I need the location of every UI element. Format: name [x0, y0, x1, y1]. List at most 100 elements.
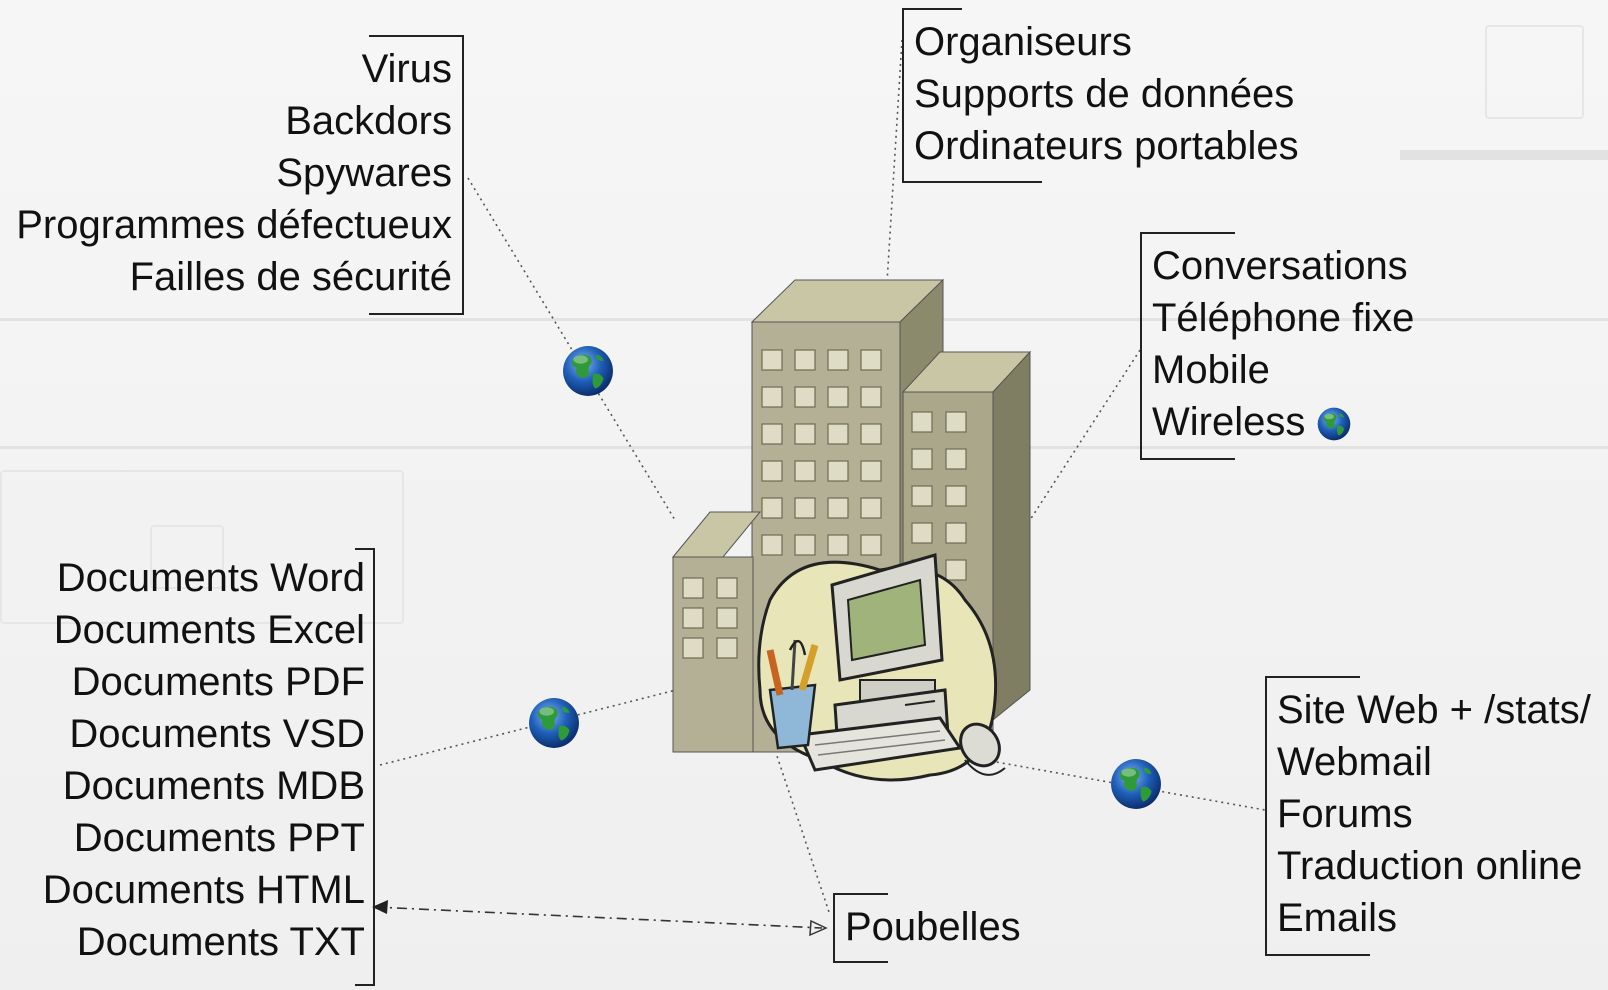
threat-item: Spywares: [276, 151, 452, 195]
building-window: [911, 522, 933, 544]
computer-icon: [797, 553, 963, 772]
pencil-cup-icon: [766, 639, 819, 750]
bracket-cap: [833, 893, 888, 895]
building-window: [827, 423, 849, 445]
building-window: [860, 386, 882, 408]
building-window: [761, 460, 783, 482]
trash-group: Poubelles: [833, 893, 1033, 963]
building-window: [794, 534, 816, 556]
bracket-cap: [902, 181, 1042, 183]
threat-item: Programmes défectueux: [16, 203, 452, 247]
web-group: Site Web + /stats/ Webmail Forums Traduc…: [1265, 676, 1605, 956]
document-item: Documents PDF: [71, 660, 365, 704]
building-window: [682, 577, 704, 599]
building-window: [860, 349, 882, 371]
document-item: Documents VSD: [69, 712, 365, 756]
threat-item: Backdors: [285, 99, 452, 143]
building-window: [945, 411, 967, 433]
connector-communications: [1029, 349, 1141, 521]
building-window: [860, 423, 882, 445]
building-window: [827, 460, 849, 482]
threat-item: Virus: [361, 47, 452, 91]
document-item: Documents PPT: [73, 816, 365, 860]
building-window: [794, 460, 816, 482]
communication-item: Mobile: [1152, 348, 1270, 392]
building-window: [794, 497, 816, 519]
building-window: [682, 637, 704, 659]
documents-trash-arrow: [372, 900, 828, 937]
web-item: Emails: [1277, 896, 1398, 940]
building-window: [716, 607, 738, 629]
building-window: [761, 497, 783, 519]
building-window: [716, 637, 738, 659]
building-window: [945, 485, 967, 507]
bracket-cap: [1265, 676, 1360, 678]
globe-icon: [1318, 408, 1351, 441]
document-item: Documents Word: [56, 556, 365, 600]
building-window: [827, 349, 849, 371]
threat-item: Failles de sécurité: [129, 255, 452, 299]
bracket-cap: [1140, 232, 1235, 234]
bracket-cap: [369, 35, 464, 37]
device-item: Supports de données: [914, 72, 1295, 116]
communication-item-wireless: Wireless: [1152, 396, 1470, 448]
web-item: Forums: [1277, 792, 1413, 836]
building-window: [945, 559, 967, 581]
building-window: [761, 386, 783, 408]
building-window: [682, 607, 704, 629]
communications-group: Conversations Téléphone fixe Mobile Wire…: [1140, 232, 1470, 460]
communication-item-label: Wireless: [1152, 400, 1306, 444]
communication-item: Téléphone fixe: [1152, 296, 1415, 340]
building-window: [761, 534, 783, 556]
background-box: [1485, 25, 1584, 119]
bracket-cap: [833, 961, 888, 963]
background-line: [1400, 150, 1608, 160]
threats-group: Virus Backdors Spywares Programmes défec…: [8, 35, 464, 315]
building-window: [911, 411, 933, 433]
building-window: [945, 448, 967, 470]
devices-group: Organiseurs Supports de données Ordinate…: [902, 8, 1332, 183]
trash-label: Poubelles: [845, 905, 1021, 949]
web-item: Traduction online: [1277, 844, 1583, 888]
building-window: [945, 522, 967, 544]
building-window: [911, 485, 933, 507]
building-window: [827, 497, 849, 519]
globe-icon: [1111, 759, 1161, 809]
connector-devices: [884, 39, 903, 316]
building-window: [860, 534, 882, 556]
bracket-cap: [902, 8, 962, 10]
building-window: [911, 448, 933, 470]
globe-icon: [563, 346, 613, 396]
building-window: [794, 386, 816, 408]
document-item: Documents Excel: [53, 608, 365, 652]
document-item: Documents HTML: [42, 868, 365, 912]
web-item: Site Web + /stats/: [1277, 688, 1591, 732]
communication-item: Conversations: [1152, 244, 1408, 288]
building-window: [761, 349, 783, 371]
building-window: [761, 423, 783, 445]
bracket-cap: [1140, 458, 1235, 460]
bracket-cap: [355, 548, 375, 550]
building-window: [860, 460, 882, 482]
documents-group: Documents Word Documents Excel Documents…: [20, 548, 375, 986]
mouse-icon: [959, 722, 1006, 776]
building-window: [794, 423, 816, 445]
globe-icon: [529, 698, 579, 748]
building-window: [827, 534, 849, 556]
building-window: [860, 497, 882, 519]
building-window: [827, 386, 849, 408]
bracket-cap: [355, 984, 375, 986]
building-window: [794, 349, 816, 371]
background-box: [150, 525, 224, 589]
background-box: [0, 470, 404, 624]
document-item: Documents TXT: [76, 920, 365, 964]
device-item: Ordinateurs portables: [914, 124, 1299, 168]
building-window: [716, 577, 738, 599]
document-item: Documents MDB: [62, 764, 365, 808]
web-item: Webmail: [1277, 740, 1432, 784]
device-item: Organiseurs: [914, 20, 1132, 64]
connector-threats: [467, 177, 676, 521]
bracket-cap: [369, 313, 464, 315]
bracket-cap: [1265, 954, 1370, 956]
